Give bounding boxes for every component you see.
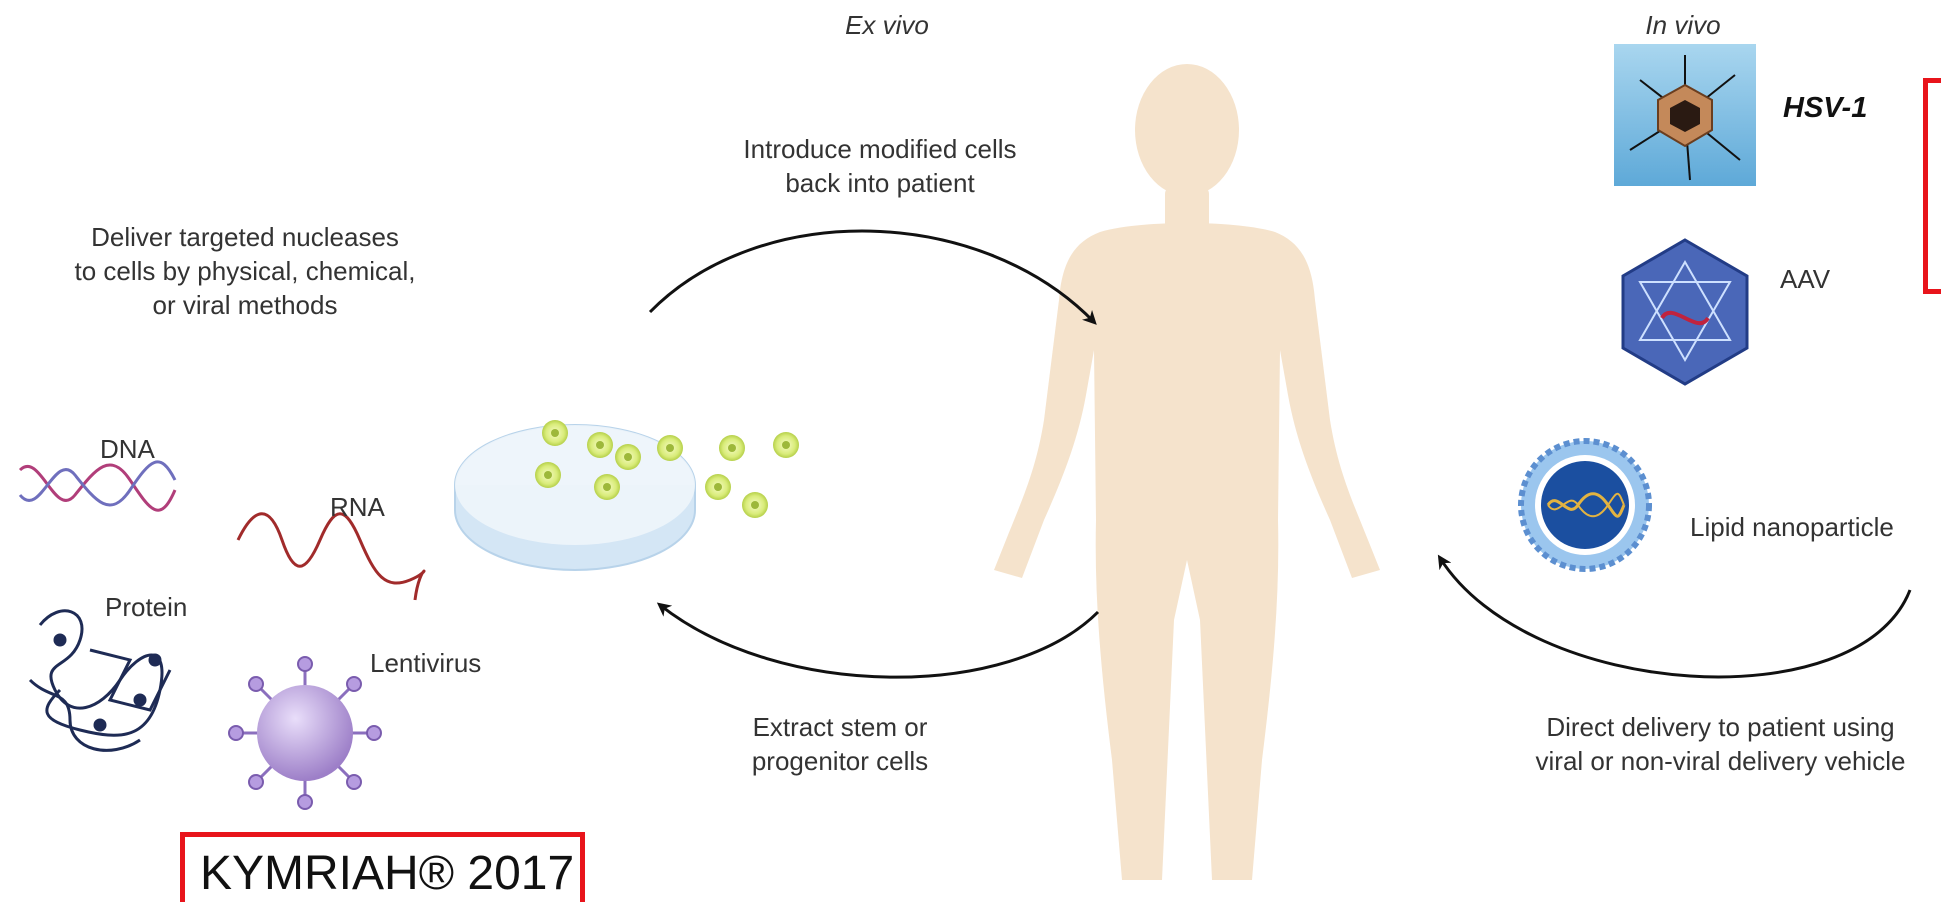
dna-label: DNA [100, 432, 155, 466]
extract-text-line-2: progenitor cells [710, 744, 970, 778]
hsv-highlight-box [1923, 78, 1941, 294]
introduce-text-line-1: Introduce modified cells [710, 132, 1050, 166]
lentivirus-label: Lentivirus [370, 646, 481, 680]
extract-text-line-1: Extract stem or [710, 710, 970, 744]
aav-icon [1623, 240, 1747, 384]
ex-vivo-title: Ex vivo [822, 8, 952, 42]
arrow-introduce-cells [650, 231, 1094, 322]
lentivirus-icon [229, 657, 381, 809]
in-vivo-title: In vivo [1618, 8, 1748, 42]
deliver-text-line-3: or viral methods [40, 288, 450, 322]
direct-delivery-text: Direct delivery to patient using viral o… [1500, 710, 1941, 778]
introduce-text: Introduce modified cells back into patie… [710, 132, 1050, 200]
hsv-1-image [1614, 44, 1756, 186]
extract-text: Extract stem or progenitor cells [710, 710, 970, 778]
arrow-direct-delivery [1440, 558, 1910, 677]
direct-delivery-text-line-2: viral or non-viral delivery vehicle [1500, 744, 1941, 778]
introduce-text-line-2: back into patient [710, 166, 1050, 200]
deliver-text-line-1: Deliver targeted nucleases [40, 220, 450, 254]
protein-icon [30, 611, 170, 751]
deliver-text: Deliver targeted nucleases to cells by p… [40, 220, 450, 322]
lipid-nanoparticle-label: Lipid nanoparticle [1690, 510, 1894, 544]
protein-label: Protein [105, 590, 187, 624]
deliver-text-line-2: to cells by physical, chemical, [40, 254, 450, 288]
aav-label: AAV [1780, 262, 1830, 296]
dna-icon [20, 462, 175, 510]
arrow-extract-cells [660, 605, 1098, 677]
lipid-nanoparticle-icon [1521, 441, 1649, 569]
human-body-silhouette [994, 64, 1380, 880]
rna-label: RNA [330, 490, 385, 524]
kymriah-approval-label: KYMRIAH® 2017 [200, 846, 574, 902]
hsv-1-label: HSV-1 [1783, 92, 1867, 125]
rna-icon [238, 514, 424, 600]
direct-delivery-text-line-1: Direct delivery to patient using [1500, 710, 1941, 744]
petri-dish [455, 420, 799, 570]
